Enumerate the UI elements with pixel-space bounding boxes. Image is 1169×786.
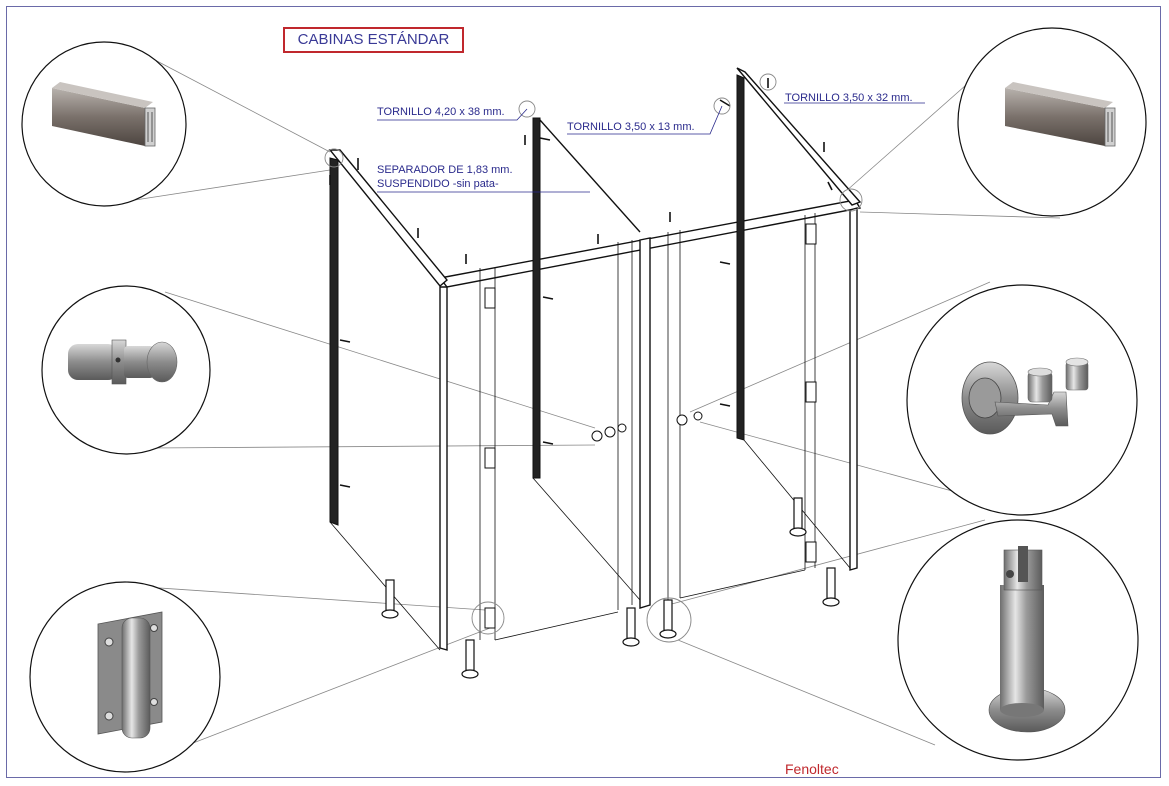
label-screw-3-50x13: TORNILLO 3,50 x 13 mm. (567, 121, 695, 133)
door-knob-icon (68, 339, 178, 385)
callout-pedestal (897, 519, 1139, 761)
drawing-frame (6, 6, 1161, 778)
callout-latch (906, 284, 1138, 516)
aluminum-profile-icon (1005, 82, 1116, 147)
callout-profile-left (21, 41, 187, 207)
callout-hinge (29, 581, 221, 773)
lock-latch-icon (961, 357, 1089, 435)
page-title: CABINAS ESTÁNDAR (283, 27, 464, 53)
pedestal-foot-icon (988, 546, 1066, 733)
aluminum-profile-icon (52, 82, 156, 147)
label-separator-line1: SEPARADOR DE 1,83 mm. (377, 164, 513, 176)
callout-profile-right (957, 27, 1147, 217)
label-separator-line2: SUSPENDIDO -sin pata- (377, 178, 499, 190)
callout-knob (41, 285, 211, 455)
label-screw-3-50x32: TORNILLO 3,50 x 32 mm. (785, 92, 913, 104)
hinge-icon (97, 611, 163, 739)
brand-name: Fenoltec (785, 761, 839, 777)
booth-structure (324, 67, 925, 679)
label-screw-4-20x38: TORNILLO 4,20 x 38 mm. (377, 106, 505, 118)
